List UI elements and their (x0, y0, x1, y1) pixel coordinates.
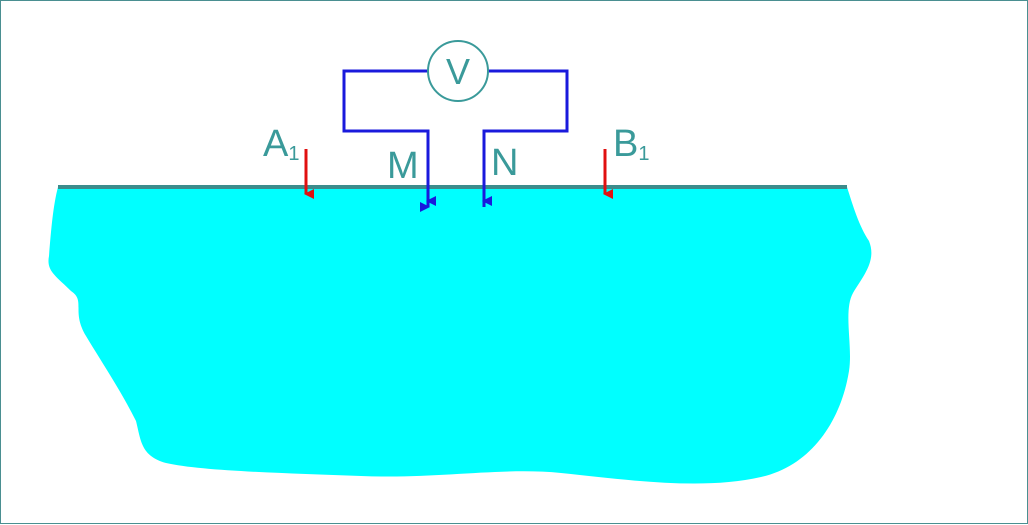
voltmeter-symbol: V (446, 51, 470, 92)
label-a-sub: 1 (288, 143, 299, 165)
label-b-sub: 1 (638, 143, 649, 165)
label-b: B1 (613, 123, 649, 165)
label-a-main: A (263, 123, 289, 165)
voltmeter: V (427, 40, 489, 102)
ground-body (48, 187, 872, 484)
label-a: A1 (263, 123, 299, 165)
label-m: M (387, 145, 419, 187)
label-b-main: B (613, 123, 638, 165)
label-n: N (491, 142, 518, 184)
